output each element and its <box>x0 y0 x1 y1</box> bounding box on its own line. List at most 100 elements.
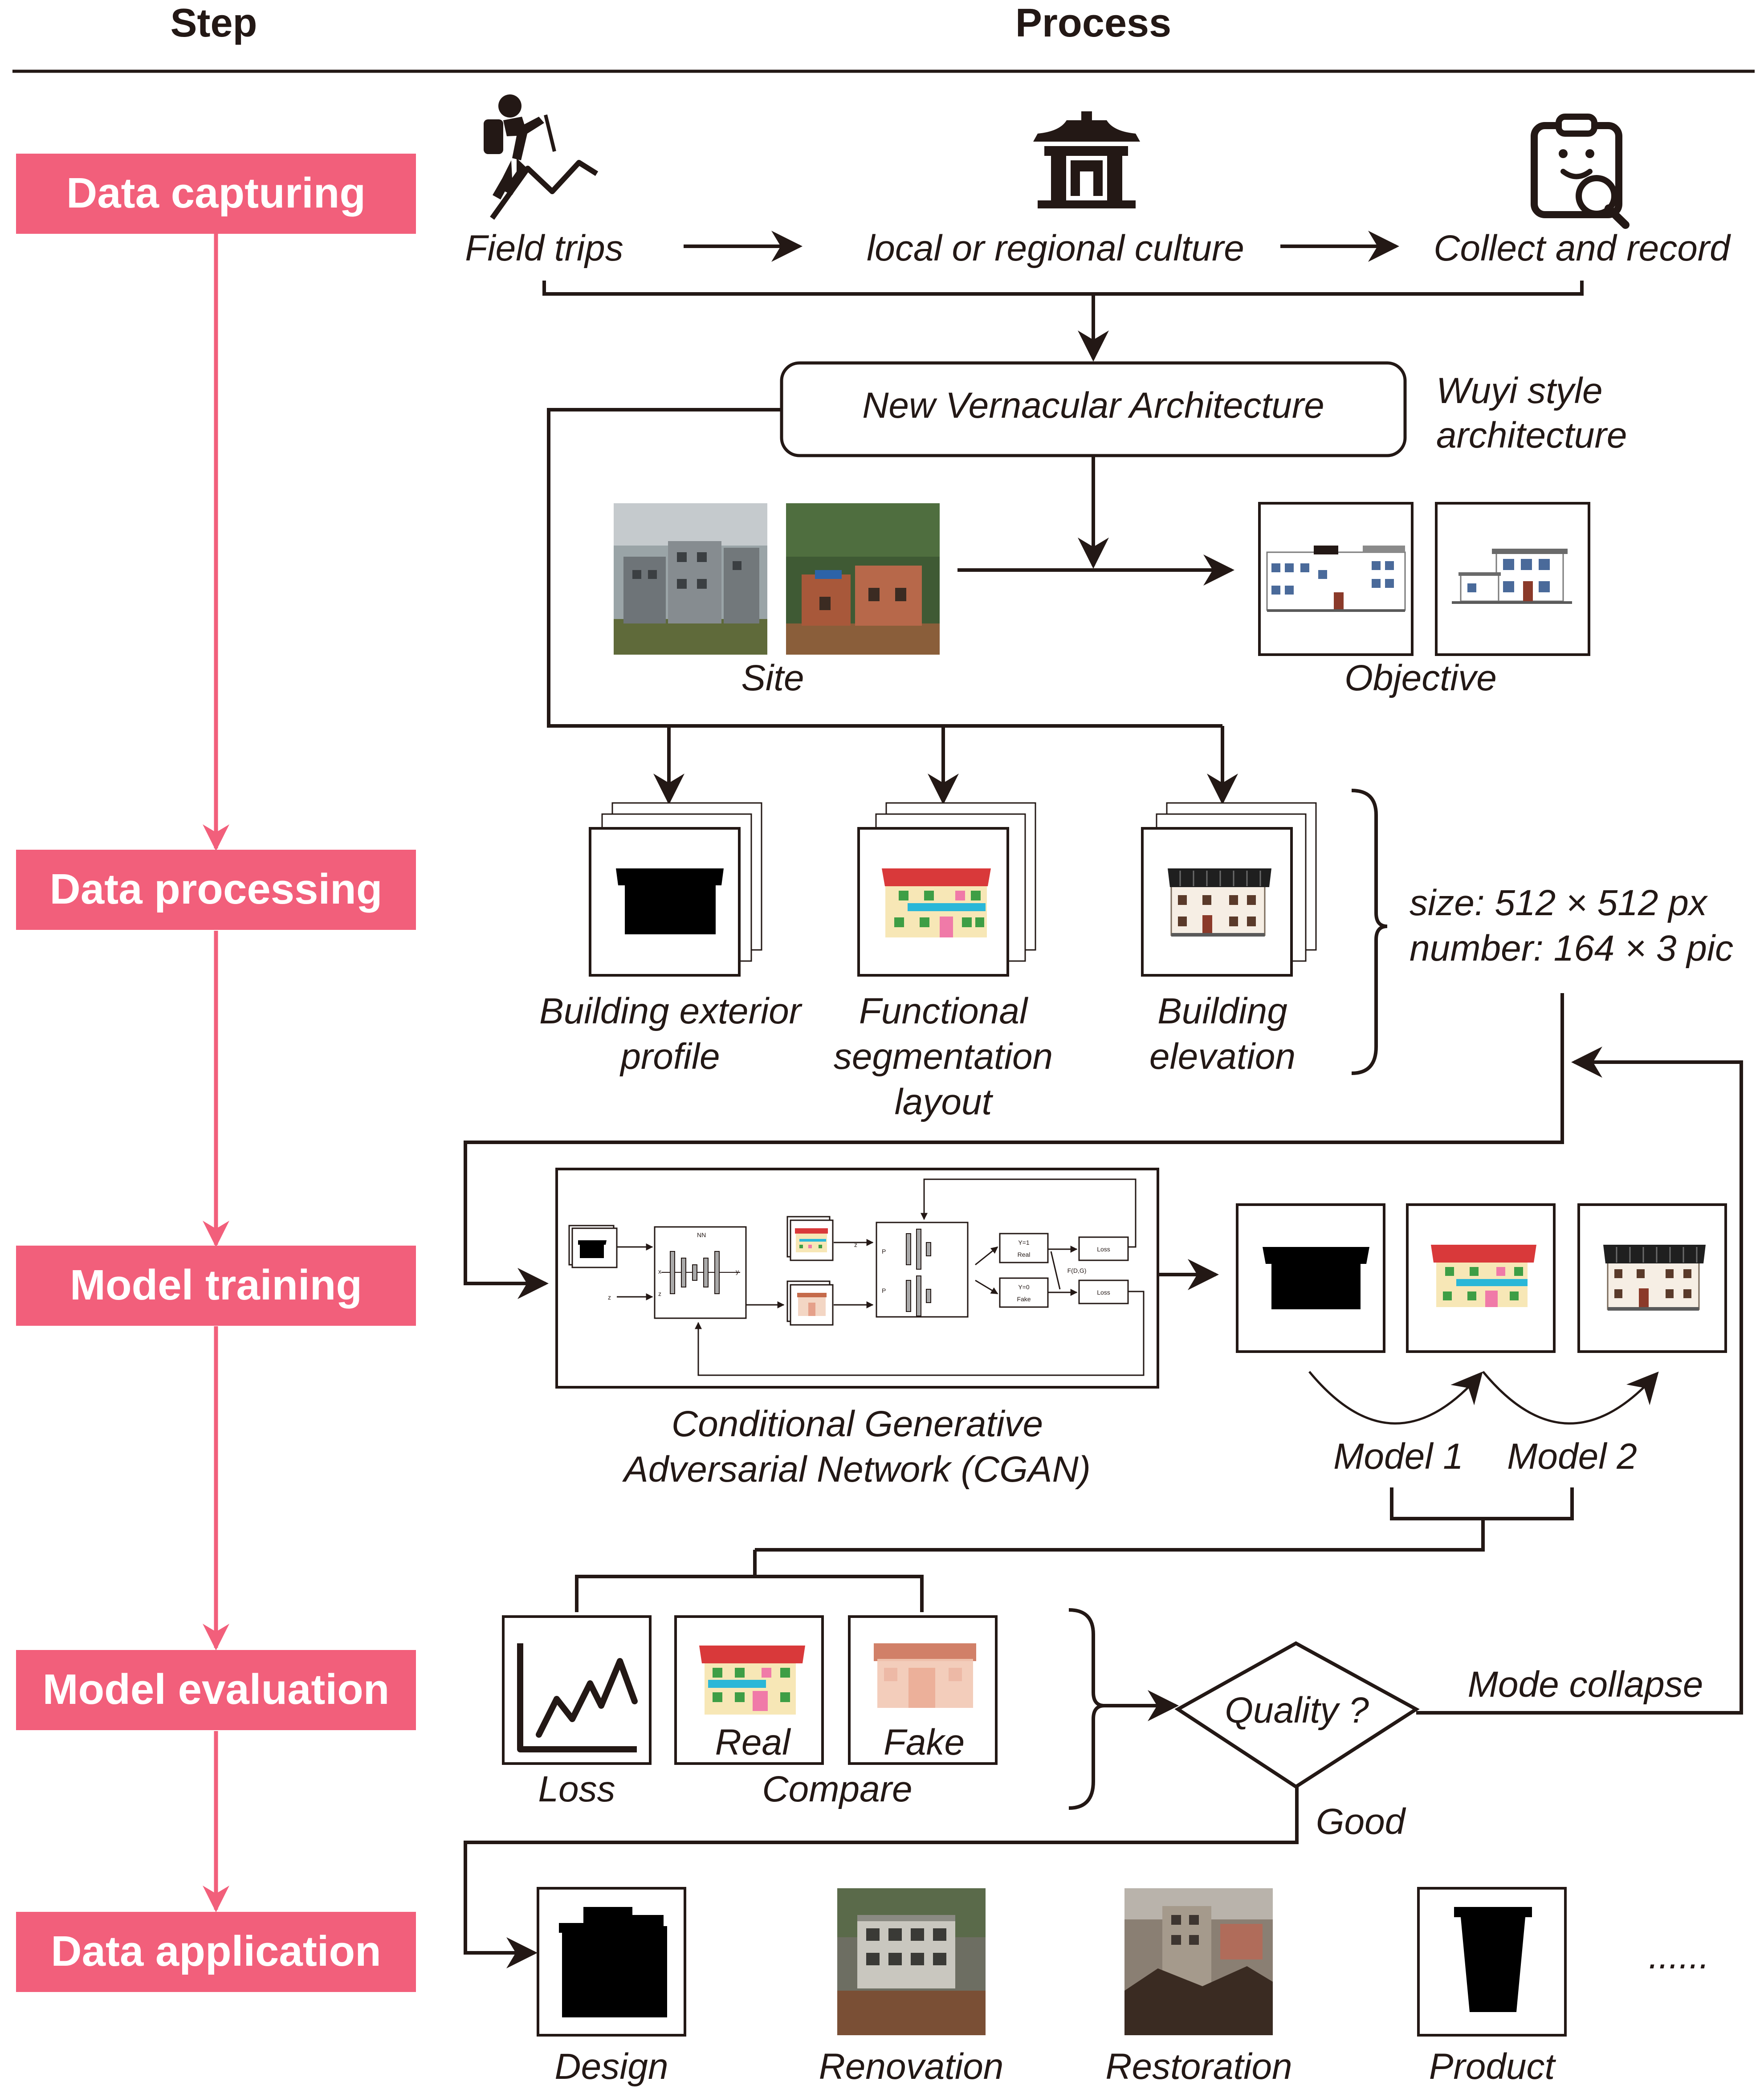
label-objective: Objective <box>1344 658 1497 698</box>
label-size: size: 512 × 512 px <box>1410 883 1708 923</box>
arrow-to-cgan <box>464 993 1564 1299</box>
line-branch <box>547 408 1222 728</box>
svg-text:NN: NN <box>697 1231 706 1238</box>
label-number: number: 164 × 3 pic <box>1410 928 1733 969</box>
site-photo-2 <box>786 503 940 655</box>
app-renovation-photo <box>837 1888 986 2035</box>
bracket-eval <box>575 1575 924 1612</box>
label-cgan-1: Conditional Generative <box>672 1404 1043 1444</box>
label-more: ...... <box>1649 1936 1710 1976</box>
label-profile-2: profile <box>619 1036 720 1077</box>
label-renovation: Renovation <box>819 2046 1004 2087</box>
svg-text:Y=1: Y=1 <box>1018 1239 1030 1246</box>
stack-exterior-profile <box>589 802 762 977</box>
label-culture: local or regional culture <box>867 228 1244 269</box>
step-column: Data capturing Data processing Model tra… <box>16 154 416 1992</box>
training-block: z NN x z y z <box>555 1168 1727 1612</box>
evaluation-block: Loss Real Fake Compare Quality ? Mode co… <box>464 1047 1743 1968</box>
svg-text:y: y <box>736 1268 739 1275</box>
svg-text:z: z <box>608 1294 611 1301</box>
label-good: Good <box>1316 1801 1406 1842</box>
label-seg-3: layout <box>895 1082 994 1122</box>
loss-chart-icon <box>502 1615 652 1765</box>
architecture-block: New Vernacular Architecture Wuyi style a… <box>547 361 1627 805</box>
bracket-models <box>1390 1487 1574 1520</box>
arrow-mode-collapse <box>1416 1047 1743 1715</box>
step-data-capturing: Data capturing <box>16 154 416 234</box>
eval-real-image <box>674 1615 824 1765</box>
step-label: Data processing <box>50 865 383 913</box>
label-mode-collapse: Mode collapse <box>1468 1664 1703 1705</box>
header-process: Process <box>1015 1 1171 45</box>
label-real: Real <box>715 1722 791 1763</box>
label-quality: Quality ? <box>1225 1690 1369 1731</box>
step-data-processing: Data processing <box>16 850 416 930</box>
output-profile <box>1236 1203 1385 1353</box>
label-elev-1: Building <box>1157 991 1287 1031</box>
eval-fake-image <box>848 1615 998 1765</box>
svg-text:Loss: Loss <box>1097 1289 1110 1296</box>
svg-text:Real: Real <box>1018 1251 1031 1258</box>
label-field-trips: Field trips <box>465 228 623 269</box>
bracket-capture <box>542 281 1584 296</box>
label-seg-1: Functional <box>859 991 1029 1031</box>
step-model-evaluation: Model evaluation <box>16 1650 416 1730</box>
cgan-box <box>555 1168 1159 1389</box>
step-model-training: Model training <box>16 1246 416 1326</box>
app-restoration-photo <box>1124 1888 1273 2035</box>
label-site: Site <box>741 658 804 698</box>
brace-evaluation <box>1068 1608 1105 1810</box>
header-step: Step <box>170 1 257 45</box>
capture-row: Field trips local or regional culture Co… <box>465 94 1731 362</box>
svg-text:Fake: Fake <box>1017 1295 1031 1303</box>
step-label: Data capturing <box>66 169 366 217</box>
app-product-image <box>1417 1887 1567 2037</box>
clipboard-search-icon <box>1531 114 1630 229</box>
output-elevation <box>1577 1203 1727 1353</box>
label-model-2: Model 2 <box>1507 1436 1637 1477</box>
app-design-image <box>537 1887 686 2037</box>
label-loss: Loss <box>538 1769 615 1809</box>
label-fake: Fake <box>884 1722 965 1763</box>
svg-text:x: x <box>658 1268 661 1275</box>
label-seg-2: segmentation <box>834 1036 1053 1077</box>
output-segmentation <box>1406 1203 1556 1353</box>
svg-text:z: z <box>854 1241 857 1248</box>
objective-image-2 <box>1435 502 1590 656</box>
label-collect: Collect and record <box>1434 228 1731 269</box>
label-profile-1: Building exterior <box>539 991 803 1031</box>
label-elev-2: elevation <box>1149 1036 1296 1077</box>
step-label: Model evaluation <box>43 1666 390 1713</box>
brace-processing <box>1351 789 1388 1075</box>
application-block: Design Renovation Restoration Product ..… <box>537 1887 1710 2087</box>
svg-text:Loss: Loss <box>1097 1246 1110 1253</box>
label-architecture: New Vernacular Architecture <box>862 385 1324 426</box>
arrow-model-2 <box>1482 1371 1659 1425</box>
svg-text:P: P <box>882 1287 886 1294</box>
label-cgan-2: Adversarial Network (CGAN) <box>622 1449 1091 1490</box>
arrow-model-1 <box>1308 1371 1483 1425</box>
step-data-application: Data application <box>16 1912 416 1992</box>
label-model-1: Model 1 <box>1333 1436 1463 1477</box>
pavilion-icon <box>1033 111 1140 208</box>
svg-text:P: P <box>882 1248 886 1255</box>
svg-text:F(D,G): F(D,G) <box>1067 1267 1087 1274</box>
cgan-network-diagram: z NN x z y z <box>568 1178 1145 1376</box>
label-restoration: Restoration <box>1105 2046 1292 2087</box>
label-style-2: architecture <box>1436 415 1627 456</box>
hiker-icon <box>484 94 599 220</box>
objective-image-1 <box>1258 502 1414 656</box>
line-models-to-eval <box>755 1519 1485 1552</box>
label-compare: Compare <box>762 1769 912 1809</box>
processing-block: Building exterior profile Functional seg… <box>464 789 1733 1299</box>
step-label: Model training <box>70 1261 362 1309</box>
stack-segmentation-layout <box>857 802 1036 977</box>
site-photo-1 <box>614 503 767 655</box>
step-label: Data application <box>51 1927 381 1975</box>
label-design: Design <box>554 2046 668 2087</box>
label-style-1: Wuyi style <box>1436 371 1603 411</box>
svg-text:Y=0: Y=0 <box>1018 1283 1030 1291</box>
arrow-good <box>464 1787 1299 1968</box>
